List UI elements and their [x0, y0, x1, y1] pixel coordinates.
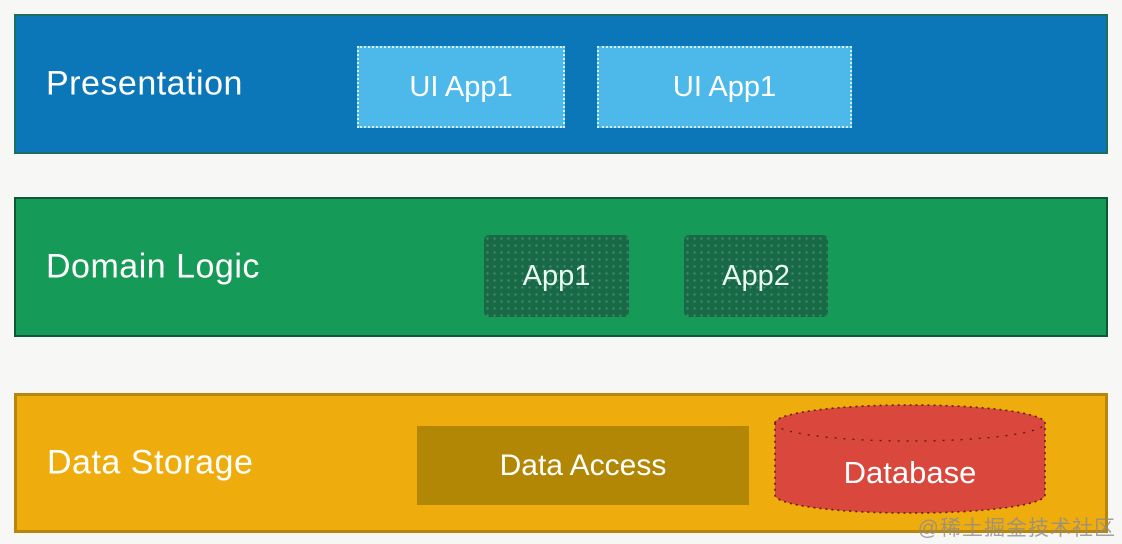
layer-domain-logic-label: Domain Logic: [46, 247, 260, 286]
watermark-text: @稀土掘金技术社区: [917, 517, 1116, 540]
ui-app1-box-2: UI App1: [597, 46, 852, 128]
database-cylinder-icon: [774, 404, 1046, 514]
layer-data-storage-band: Data Storage Data Access Database: [14, 393, 1108, 533]
layer-presentation-label: Presentation: [46, 64, 243, 103]
ui-app1-box: UI App1: [357, 46, 565, 128]
app1-box: App1: [484, 235, 629, 317]
app2-box: App2: [684, 235, 828, 317]
database-label: Database: [843, 455, 977, 490]
data-access-box: Data Access: [417, 426, 749, 505]
layer-presentation-band: Presentation UI App1 UI App1: [14, 14, 1108, 154]
layer-domain-logic-band: Domain Logic App1 App2: [14, 197, 1108, 337]
database-cylinder: Database: [774, 404, 1046, 514]
layer-data-storage-label: Data Storage: [47, 443, 254, 482]
